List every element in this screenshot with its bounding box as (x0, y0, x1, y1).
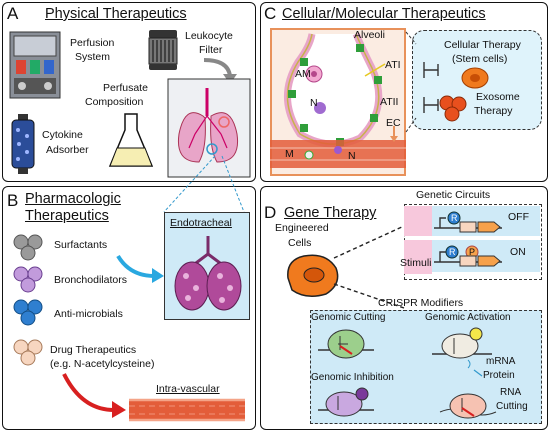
stimuli-band (404, 240, 432, 274)
leukocyte-filter-icon (148, 30, 178, 70)
crispr-modifiers-label: CRISPR Modifiers (378, 297, 464, 309)
drug-therapeutics-example: (e.g. N-acetylcysteine) (50, 358, 155, 370)
circuit-band-top (404, 206, 432, 236)
red-arrow-icon (62, 373, 126, 418)
blue-arrow-icon (116, 254, 164, 283)
cytokine-adsorber-icon (11, 114, 35, 174)
off-label: OFF (508, 211, 529, 223)
perfusion-system-icon (9, 31, 61, 99)
panel-a-letter: A (7, 4, 19, 23)
genomic-inhibition-label: Genomic Inhibition (311, 372, 394, 383)
surfactants-label: Surfactants (54, 239, 108, 251)
am-label: AM (295, 68, 311, 80)
m-label: M (285, 148, 294, 160)
ati-label: ATI (385, 59, 401, 71)
ec-label: EC (386, 117, 401, 129)
circuit-off-r: R (451, 213, 458, 223)
blood-vessel-icon (129, 398, 245, 422)
drug-therapeutics-label: Drug Therapeutics (50, 344, 137, 356)
gene-connectors (333, 225, 405, 309)
circuit-off-icon (434, 211, 502, 233)
exosome-icon (439, 95, 467, 122)
on-label: ON (510, 246, 526, 258)
circuit-on-r: R (449, 247, 456, 257)
perfusion-system-label-2: System (75, 51, 111, 63)
panel-b-title-1: Pharmacologic (25, 191, 121, 207)
cutting-label: Cutting (496, 401, 528, 412)
circuit-on-p: P (469, 247, 476, 257)
panel-c-title: Cellular/Molecular Therapeutics (282, 6, 486, 22)
stimuli-label: Stimuli (400, 257, 432, 269)
genomic-inhibition-icon (318, 387, 374, 417)
alveoli-illustration (270, 28, 406, 176)
panel-c-letter: C (264, 4, 277, 23)
engineered-cell-icon (287, 254, 339, 297)
alveoli-label: Alveoli (354, 29, 385, 41)
panel-b-title-2: Therapeutics (25, 208, 109, 224)
ati-pointer (364, 63, 386, 77)
engineered-cells-label-1: Engineered (275, 222, 329, 234)
endotracheal-label: Endotracheal (170, 217, 232, 229)
rna-label: RNA (500, 387, 522, 398)
flask-icon (108, 113, 154, 167)
antimicrobials-icon (13, 299, 43, 326)
leukocyte-filter-label-1: Leukocyte (185, 30, 233, 42)
surfactants-icon (13, 234, 43, 261)
endotracheal-connector (163, 155, 245, 213)
n2-label: N (348, 150, 356, 162)
perfusate-composition-label-1: Perfusate (103, 82, 148, 94)
panel-d-title: Gene Therapy (284, 205, 377, 221)
bronchodilators-icon (13, 266, 43, 293)
engineered-cells-label-2: Cells (288, 237, 312, 249)
circuit-on-icon (434, 245, 502, 267)
stem-cell-icon (461, 67, 489, 89)
genomic-activation-icon (432, 327, 492, 359)
cellular-therapy-label-1: Cellular Therapy (444, 39, 521, 51)
cellular-therapy-label-2: (Stem cells) (452, 53, 508, 65)
genomic-activation-label: Genomic Activation (425, 312, 511, 323)
n-label: N (310, 97, 318, 109)
rna-cutting-icon (439, 393, 497, 419)
exosome-label-1: Exosome (476, 91, 520, 103)
perfusate-composition-label-2: Composition (85, 96, 144, 108)
perfusion-system-label-1: Perfusion (70, 37, 115, 49)
protein-label: Protein (483, 370, 515, 381)
cytokine-adsorber-label-1: Cytokine (42, 129, 83, 141)
intravascular-label: Intra-vascular (156, 383, 220, 395)
connector-lines (405, 31, 417, 133)
genetic-circuits-label: Genetic Circuits (416, 189, 491, 201)
bronchial-tree-icon (174, 236, 242, 311)
mrna-arrow-icon (467, 359, 483, 377)
drug-therapeutics-icon (13, 339, 43, 366)
leukocyte-filter-label-2: Filter (199, 44, 223, 56)
endotracheal-box (164, 212, 250, 320)
panel-d-letter: D (264, 203, 277, 222)
cytokine-adsorber-label-2: Adsorber (46, 144, 89, 156)
antimicrobials-label: Anti-microbials (54, 308, 123, 320)
panel-a-title: Physical Therapeutics (45, 6, 187, 22)
atii-label: ATII (380, 96, 399, 108)
lungs-illustration (167, 78, 251, 178)
inhibit-icon-2 (423, 97, 439, 113)
genomic-cutting-icon (318, 329, 374, 359)
bronchodilators-label: Bronchodilators (54, 274, 127, 286)
inhibit-icon-1 (423, 62, 439, 78)
genomic-cutting-label: Genomic Cutting (311, 312, 386, 323)
exosome-label-2: Therapy (474, 105, 513, 117)
mrna-label: mRNA (486, 356, 516, 367)
panel-b-letter: B (7, 191, 19, 210)
